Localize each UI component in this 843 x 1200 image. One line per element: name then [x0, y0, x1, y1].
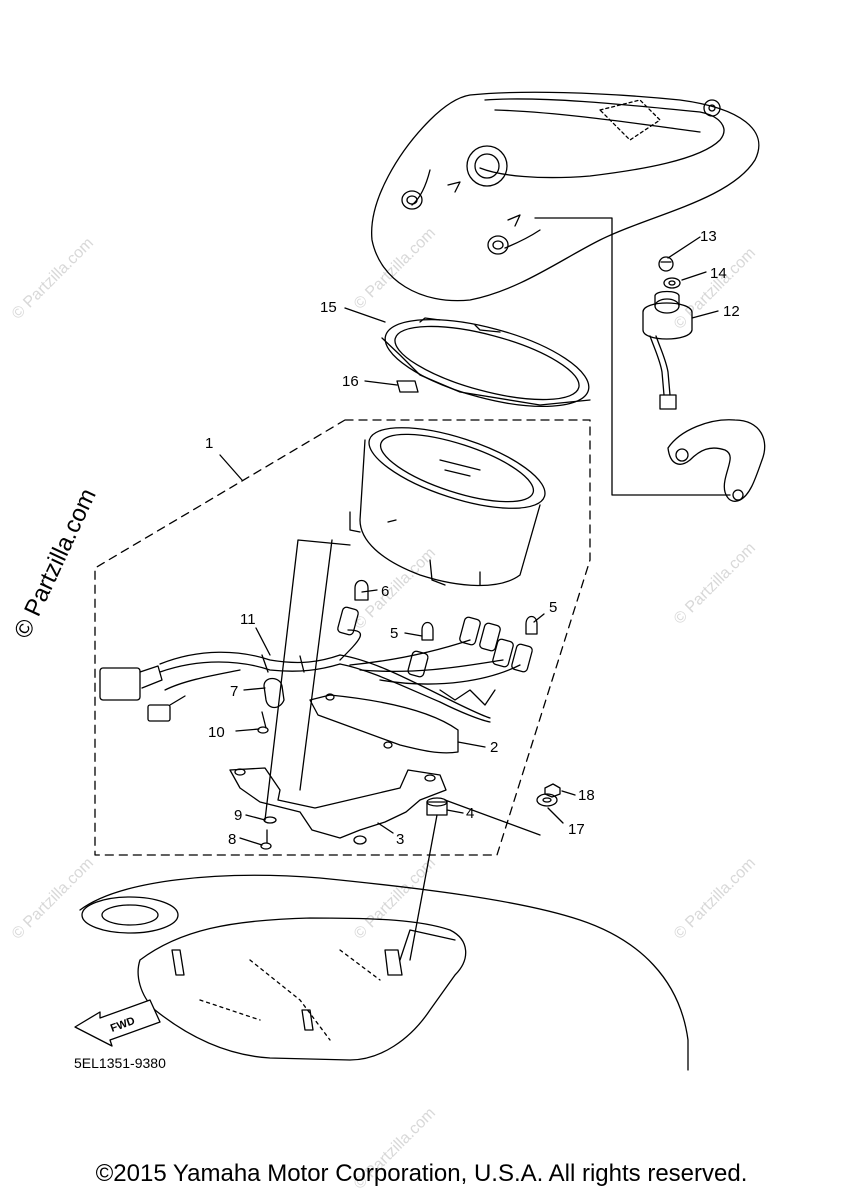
leader-line — [377, 822, 394, 834]
part-13-screw — [658, 256, 674, 272]
part-3-bracket — [229, 767, 447, 845]
part-12-switch — [642, 290, 693, 410]
watermark: © Partzilla.com — [351, 225, 439, 313]
side-watermark: © Partzilla.com — [9, 485, 102, 643]
callout-18: 18 — [578, 787, 595, 804]
leader-line — [404, 632, 423, 637]
callout-8: 8 — [228, 831, 236, 848]
leader-line — [361, 589, 378, 593]
callout-15: 15 — [320, 299, 337, 316]
part-10-screw — [257, 711, 269, 734]
leader-line — [245, 814, 266, 821]
part-17-washer — [536, 793, 558, 807]
leader-line — [446, 809, 464, 814]
watermark: © Partzilla.com — [671, 245, 759, 333]
leader-line — [243, 687, 266, 691]
guide-line — [264, 539, 351, 821]
callout-6: 6 — [381, 583, 389, 600]
callout-12: 12 — [723, 303, 740, 320]
forward-arrow: FWD — [74, 999, 161, 1047]
part-11-wire-harness — [99, 629, 521, 723]
upper-housing — [371, 91, 760, 302]
callout-4: 4 — [466, 805, 474, 822]
callout-14: 14 — [710, 265, 727, 282]
leader-line — [691, 310, 719, 319]
callout-11: 11 — [240, 611, 256, 628]
guide-line — [299, 539, 333, 791]
watermarks: © Partzilla.com © Partzilla.com © Partzi… — [9, 225, 759, 1193]
callout-16: 16 — [342, 373, 359, 390]
part-16-rubber — [396, 380, 419, 393]
leader-line — [255, 627, 271, 656]
mount-bracket — [667, 419, 766, 502]
callout-9: 9 — [234, 807, 242, 824]
callout-7: 7 — [230, 683, 238, 700]
copyright-notice: ©2015 Yamaha Motor Corporation, U.S.A. A… — [95, 1160, 748, 1187]
part-15-bezel-ring — [381, 317, 591, 408]
watermark: © Partzilla.com — [351, 545, 439, 633]
part-4-grommet — [426, 797, 448, 816]
callout-5a: 5 — [390, 625, 398, 642]
leader-line — [534, 217, 731, 496]
bulb-sockets — [337, 606, 533, 678]
leader-line — [457, 741, 486, 748]
leader-line — [561, 790, 576, 796]
watermark: © Partzilla.com — [9, 855, 97, 943]
leader-line — [235, 728, 260, 732]
leader-line — [547, 807, 564, 824]
guide-line — [444, 799, 541, 836]
callout-3: 3 — [396, 831, 404, 848]
lower-tank — [79, 874, 689, 1071]
callout-5b: 5 — [549, 599, 557, 616]
part-2-cover — [309, 693, 459, 754]
leader-line — [239, 837, 263, 846]
leader-line — [667, 236, 701, 259]
callout-2: 2 — [490, 739, 498, 756]
watermark: © Partzilla.com — [9, 235, 97, 323]
part-5-bulb — [421, 615, 538, 641]
watermark: © Partzilla.com — [351, 855, 439, 943]
callout-1: 1 — [205, 435, 213, 452]
callout-13: 13 — [700, 228, 717, 245]
meter-assembly — [349, 427, 546, 587]
callout-10: 10 — [208, 724, 225, 741]
watermark: © Partzilla.com — [671, 540, 759, 628]
watermark: © Partzilla.com — [671, 855, 759, 943]
leader-line — [681, 271, 707, 281]
guide-line — [409, 814, 438, 961]
leader-line — [344, 307, 386, 323]
assembly-outline — [94, 419, 591, 856]
leader-line — [364, 380, 398, 386]
callouts: 1 2 3 4 5 5 6 7 8 9 10 11 12 13 14 15 16… — [205, 228, 740, 848]
part-8-bolt — [260, 829, 272, 850]
callout-17: 17 — [568, 821, 585, 838]
diagram-code: 5EL1351-9380 — [74, 1055, 166, 1071]
part-14-washer — [663, 277, 681, 289]
leader-line — [533, 613, 545, 623]
leader-line — [219, 454, 243, 481]
part-7-clamp — [263, 677, 285, 709]
part-18-nut — [544, 783, 561, 798]
part-6-bulb — [354, 579, 369, 601]
